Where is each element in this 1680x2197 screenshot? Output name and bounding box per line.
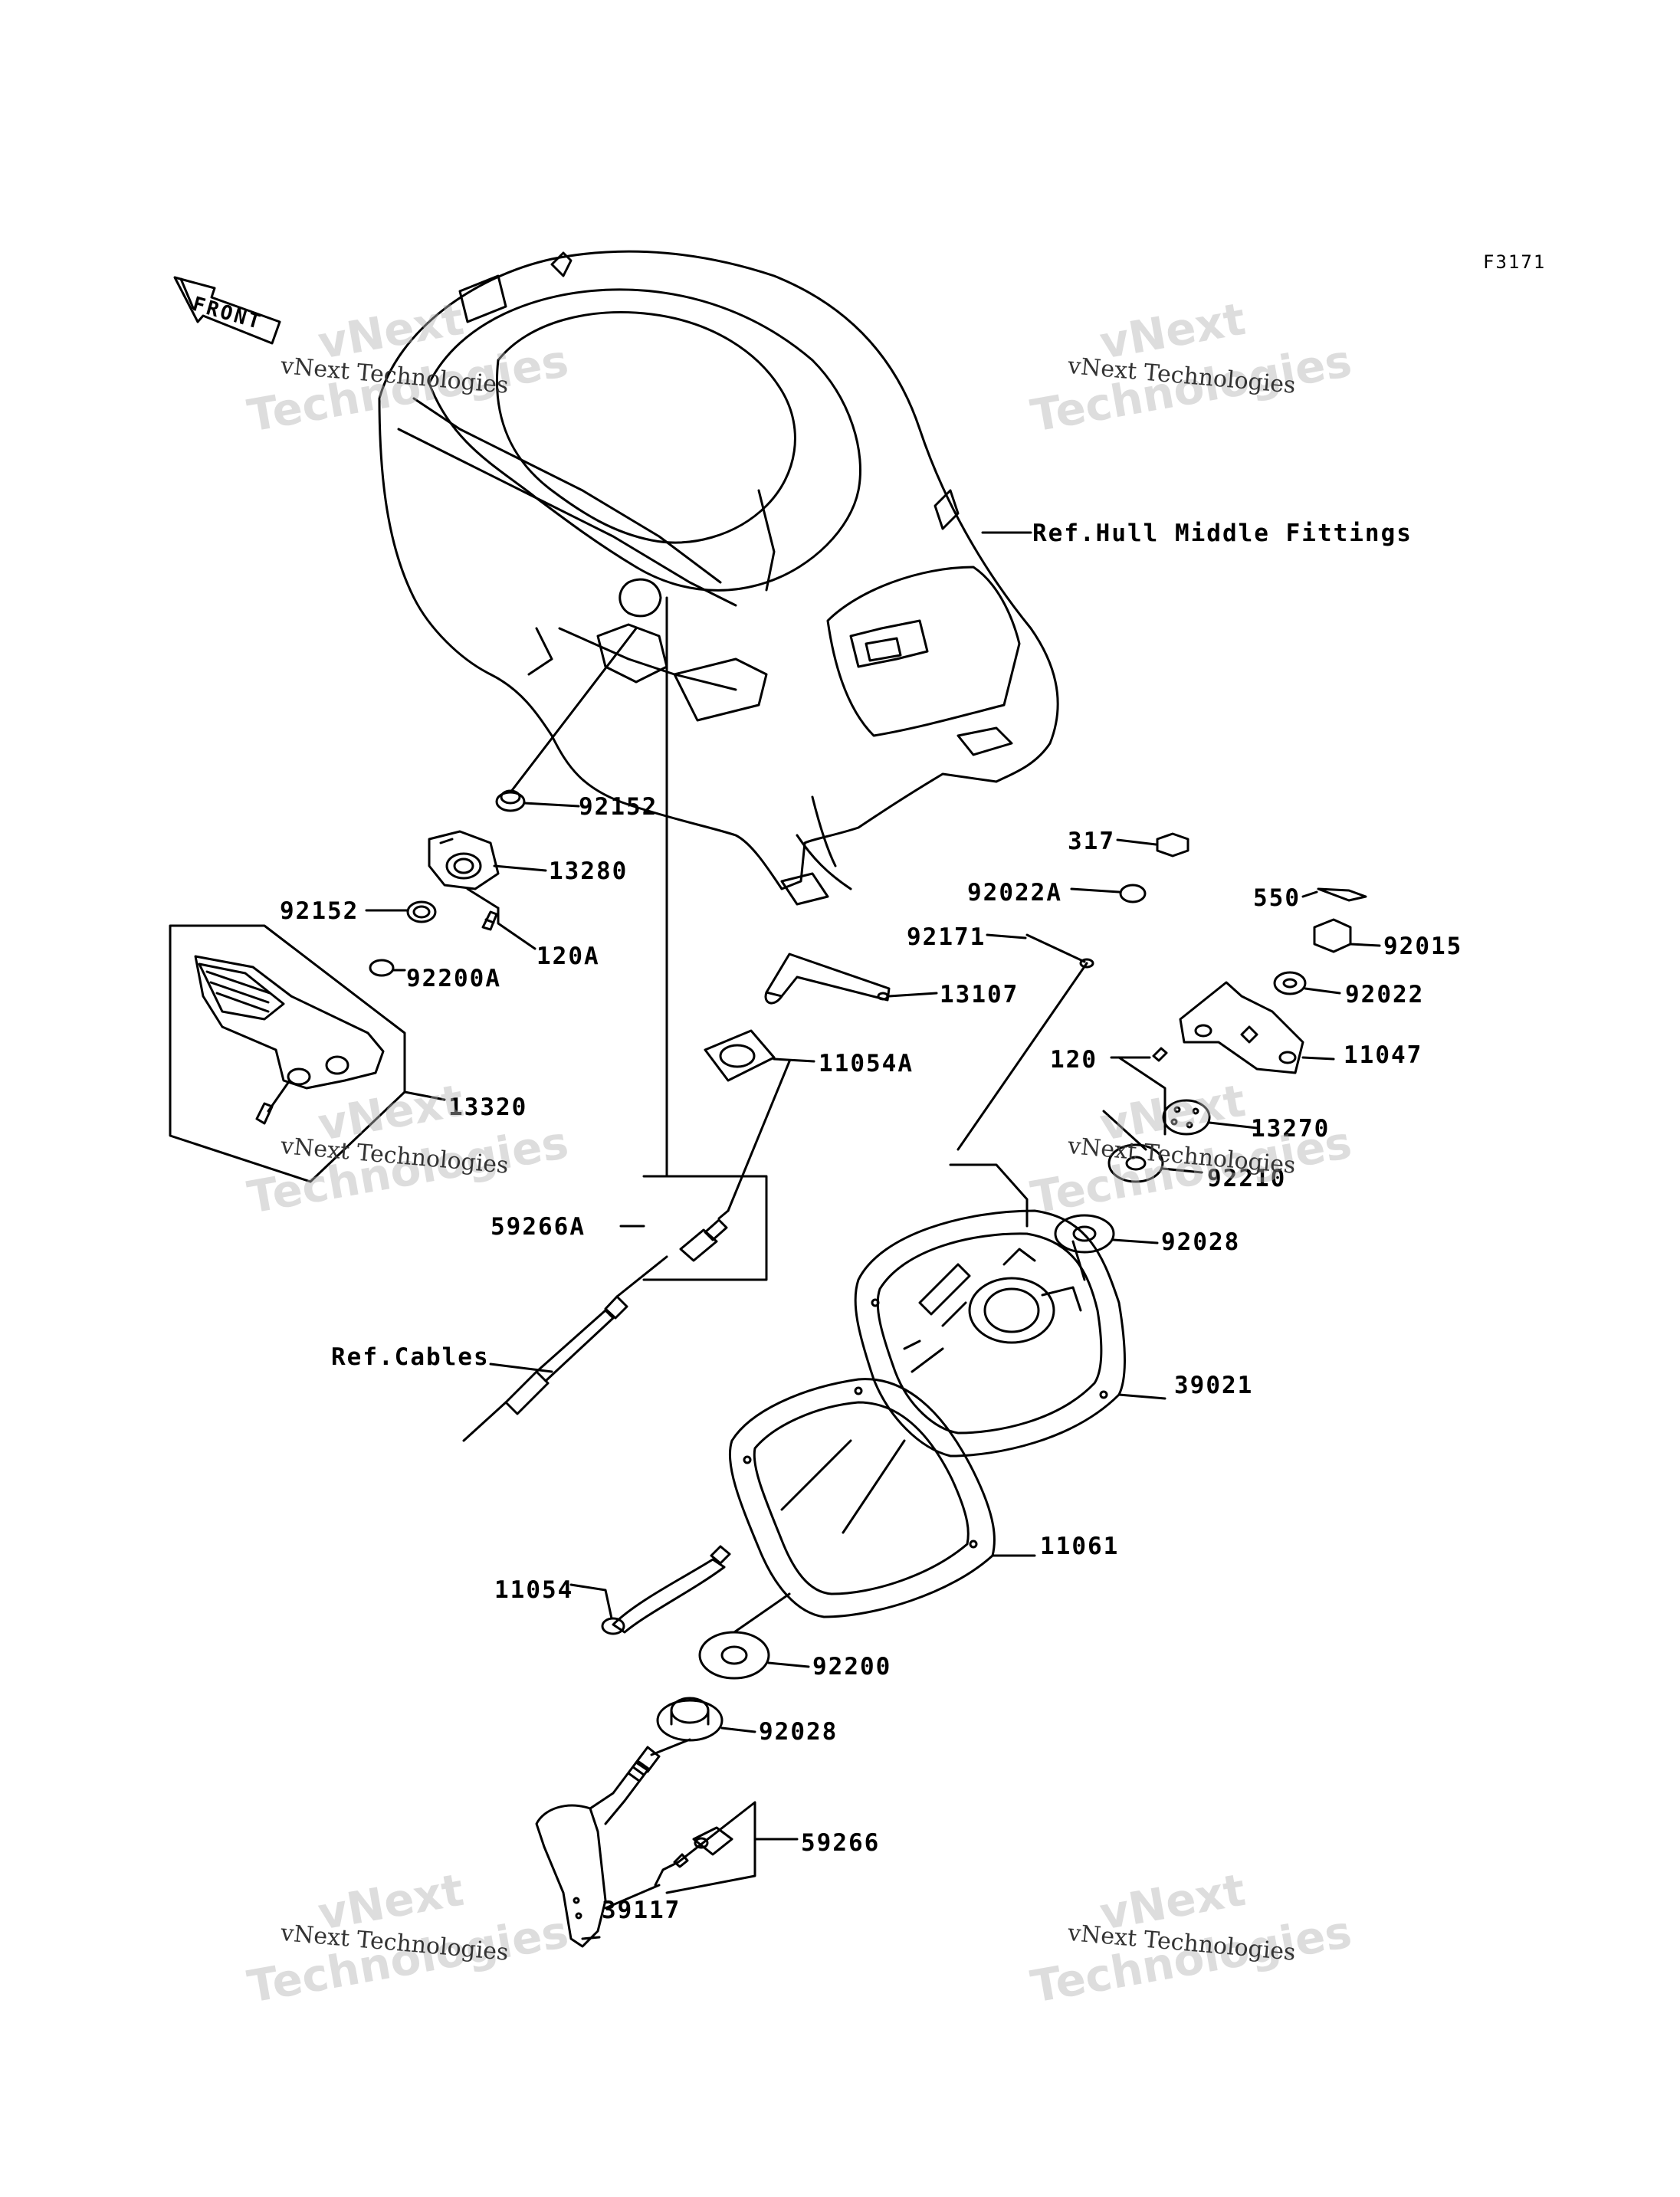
leader-550 bbox=[1301, 890, 1318, 898]
lever-13107 bbox=[764, 953, 891, 1005]
label-39117: 39117 bbox=[602, 1897, 681, 1924]
washer-92028-bottom bbox=[656, 1697, 724, 1742]
shaft-39117 bbox=[535, 1746, 661, 1948]
plate-11054A bbox=[704, 1029, 776, 1082]
leader-92152-hull bbox=[509, 627, 638, 794]
leader-11054A bbox=[773, 1058, 815, 1063]
leader-39117-washer bbox=[650, 1738, 691, 1756]
washer-92200 bbox=[698, 1631, 770, 1680]
washer-92028-top bbox=[1054, 1214, 1115, 1254]
label-92028-bottom: 92028 bbox=[759, 1718, 838, 1746]
fitting-59266 bbox=[673, 1826, 733, 1868]
grommet-92152-left bbox=[406, 900, 437, 923]
plate-13270 bbox=[1162, 1099, 1211, 1136]
bracket-13320 bbox=[194, 955, 385, 1125]
bolt-120A bbox=[481, 910, 498, 931]
label-92015: 92015 bbox=[1383, 933, 1463, 960]
leader-ref-cables bbox=[489, 1362, 553, 1373]
nut-317 bbox=[1156, 832, 1189, 857]
label-92152-top: 92152 bbox=[579, 793, 658, 821]
leader-13280 bbox=[493, 864, 547, 872]
pin-92171-end bbox=[1079, 958, 1094, 969]
label-11054A: 11054A bbox=[819, 1050, 914, 1077]
washer-92200A bbox=[369, 959, 395, 977]
leader-59266-arm bbox=[604, 1884, 661, 1910]
washer-92022A bbox=[1119, 884, 1147, 903]
label-11061: 11061 bbox=[1040, 1533, 1120, 1560]
leader-pin-plate bbox=[956, 962, 1088, 1151]
leader-92210-bolt bbox=[1102, 1056, 1166, 1151]
label-13280: 13280 bbox=[549, 857, 628, 885]
nut-92015 bbox=[1313, 918, 1352, 953]
label-92022A: 92022A bbox=[967, 879, 1062, 907]
leader-92152-top bbox=[523, 802, 580, 808]
leader-92210-plate bbox=[1071, 1240, 1086, 1281]
label-92200: 92200 bbox=[812, 1653, 892, 1681]
leader-13107 bbox=[888, 992, 938, 998]
leader-92028-top bbox=[1112, 1238, 1159, 1244]
leader-92022 bbox=[1304, 987, 1341, 995]
front-arrow-icon bbox=[173, 276, 281, 345]
leader-13320 bbox=[403, 1090, 446, 1101]
label-11047: 11047 bbox=[1344, 1041, 1423, 1069]
leader-92022A-plate bbox=[949, 1163, 1029, 1228]
label-59266: 59266 bbox=[801, 1829, 881, 1857]
label-11054: 11054 bbox=[494, 1576, 574, 1604]
label-120: 120 bbox=[1050, 1046, 1098, 1074]
leader-92200-gasket bbox=[733, 1592, 791, 1634]
label-13107: 13107 bbox=[940, 981, 1019, 1008]
label-550: 550 bbox=[1253, 884, 1301, 912]
leader-92210 bbox=[1161, 1167, 1203, 1174]
pin-92171 bbox=[1025, 933, 1086, 963]
label-13270: 13270 bbox=[1251, 1115, 1331, 1143]
washer-92022 bbox=[1273, 971, 1307, 995]
leader-92022A bbox=[1070, 887, 1121, 894]
leader-317 bbox=[1116, 838, 1157, 846]
plate-39021 bbox=[854, 1209, 1126, 1458]
label-59266A: 59266A bbox=[491, 1213, 586, 1241]
label-92210: 92210 bbox=[1207, 1165, 1287, 1192]
label-120A: 120A bbox=[536, 943, 600, 970]
washer-92210 bbox=[1107, 1143, 1164, 1183]
leader-92015 bbox=[1349, 943, 1381, 947]
cotter-550 bbox=[1317, 887, 1367, 902]
label-92152-left: 92152 bbox=[280, 897, 359, 925]
label-92022: 92022 bbox=[1345, 981, 1425, 1008]
leader-39117 bbox=[581, 1936, 601, 1940]
leader-11047 bbox=[1301, 1056, 1335, 1061]
bracket-11047 bbox=[1179, 981, 1304, 1074]
leader-92200 bbox=[767, 1661, 810, 1668]
housing-13280 bbox=[428, 830, 500, 890]
label-13320: 13320 bbox=[448, 1094, 528, 1121]
leader-92028-bottom bbox=[720, 1726, 756, 1733]
bolt-120 bbox=[1152, 1047, 1168, 1062]
cable-ref bbox=[462, 1255, 668, 1442]
leader-59266A-lever bbox=[727, 1060, 791, 1212]
leader-39021 bbox=[1117, 1393, 1166, 1400]
figure-code: F3171 bbox=[1483, 251, 1547, 273]
fitting-59266A bbox=[679, 1209, 730, 1262]
lever-11054 bbox=[601, 1545, 731, 1635]
label-317: 317 bbox=[1068, 828, 1115, 855]
grommet-92152-top bbox=[495, 789, 526, 812]
label-92028-top: 92028 bbox=[1161, 1228, 1241, 1256]
label-92200A: 92200A bbox=[406, 965, 501, 992]
leader-120A-housing bbox=[466, 887, 500, 910]
label-39021: 39021 bbox=[1174, 1372, 1254, 1399]
leader-92171 bbox=[986, 933, 1027, 939]
label-92171: 92171 bbox=[907, 923, 986, 951]
label-ref-cables: Ref.Cables bbox=[331, 1343, 490, 1371]
gasket-11061 bbox=[728, 1378, 996, 1618]
leader-11061-inner bbox=[780, 1439, 852, 1511]
box-59266 bbox=[654, 1801, 756, 1894]
leader-11061-plate bbox=[842, 1439, 906, 1534]
leader-120A bbox=[497, 907, 536, 950]
leader-13270 bbox=[1208, 1121, 1258, 1130]
leader-11054 bbox=[569, 1583, 613, 1620]
box-59266A bbox=[642, 1175, 768, 1281]
label-ref-hull: Ref.Hull Middle Fittings bbox=[1032, 520, 1413, 547]
